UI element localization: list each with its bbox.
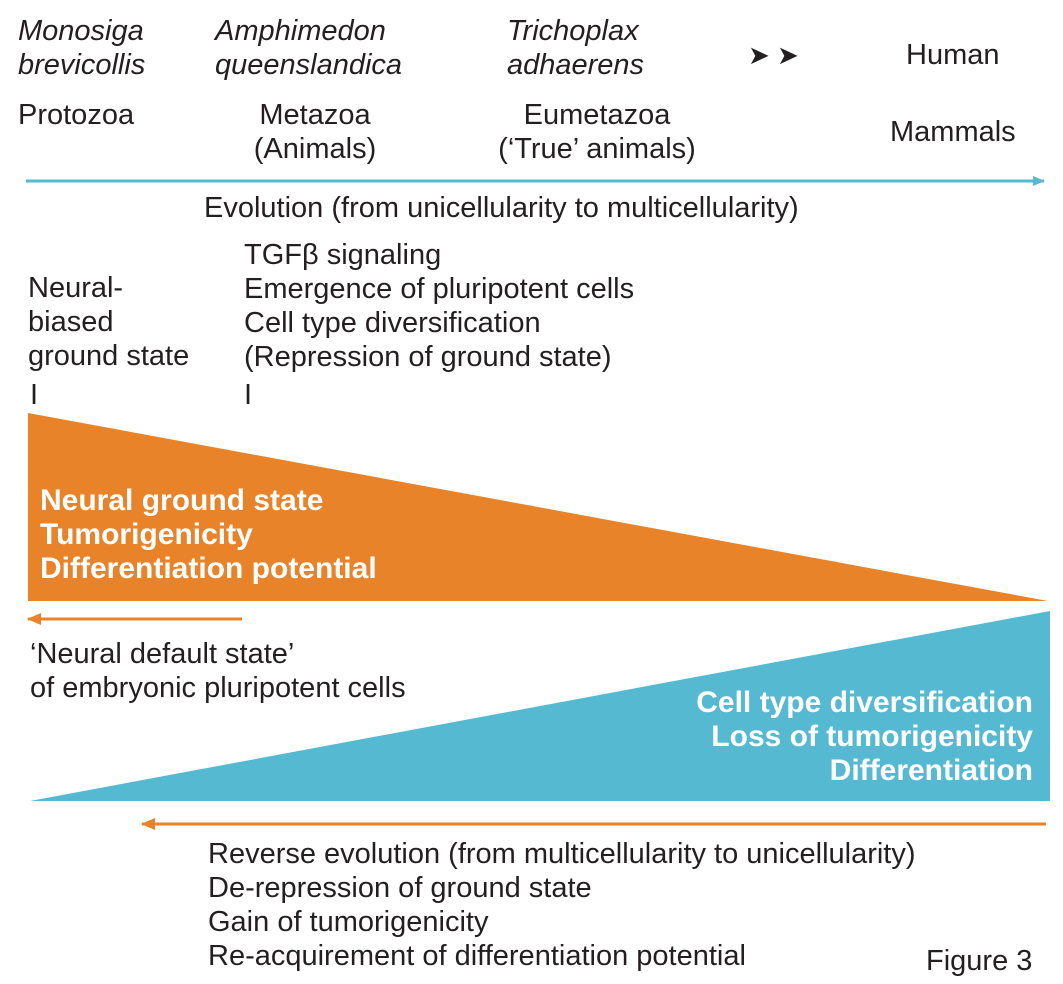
neural-default-line: of embryonic pluripotent cells [30, 672, 406, 704]
group-eumetazoa: Eumetazoa (‘True’ animals) [480, 98, 714, 166]
species-name-line1: Amphimedon [215, 15, 386, 47]
species-amphimedon: Amphimedon queenslandica [215, 14, 402, 82]
species-name-line2: queenslandica [215, 49, 403, 81]
neural-biased-line: ground state [28, 340, 190, 372]
group-mammals: Mammals [890, 116, 1016, 148]
species-monosiga: Monosiga brevicollis [18, 14, 145, 82]
species-trichoplax: Trichoplax adhaerens [507, 14, 644, 82]
group-line1: Metazoa [259, 99, 371, 131]
group-line2: (Animals) [253, 133, 377, 165]
feature-line: Emergence of pluripotent cells [244, 273, 635, 305]
species-human: Human [906, 39, 1000, 71]
orange-wedge-line: Differentiation potential [40, 552, 377, 585]
blue-wedge-labels: Cell type diversification Loss of tumori… [696, 686, 1033, 788]
neural-biased-label: Neural- biased ground state [28, 271, 189, 373]
metazoa-features: TGFβ signaling Emergence of pluripotent … [244, 238, 634, 374]
neural-biased-line: Neural- [28, 272, 124, 304]
reverse-line: Reverse evolution (from multicellularity… [208, 838, 916, 870]
reverse-line: Re-acquirement of differentiation potent… [208, 940, 746, 972]
neural-biased-line: biased [28, 306, 114, 338]
blue-wedge-line: Differentiation [829, 754, 1033, 787]
metazoa-tick: I [244, 379, 253, 411]
feature-line: (Repression of ground state) [244, 341, 612, 373]
blue-wedge-line: Cell type diversification [696, 686, 1033, 719]
group-line1: Eumetazoa [523, 99, 671, 131]
neural-default-line: ‘Neural default state’ [30, 638, 295, 670]
protozoa-tick: I [30, 379, 39, 411]
group-metazoa: Metazoa (Animals) [244, 98, 386, 166]
orange-wedge-labels: Neural ground state Tumorigenicity Diffe… [40, 484, 377, 586]
orange-wedge-line: Neural ground state [40, 484, 324, 517]
species-name-line1: Trichoplax [507, 15, 639, 47]
feature-line: Cell type diversification [244, 307, 541, 339]
blue-wedge-line: Loss of tumorigenicity [711, 720, 1033, 753]
group-protozoa: Protozoa [18, 99, 135, 131]
blue-wedge [30, 611, 1050, 801]
species-name-line1: Monosiga [18, 15, 144, 47]
species-name-line2: brevicollis [18, 49, 146, 81]
species-name-line2: adhaerens [507, 49, 645, 81]
progression-arrows-icon: ➤ ➤ [748, 40, 799, 70]
evolution-label: Evolution (from unicellularity to multic… [204, 192, 799, 224]
group-line2: (‘True’ animals) [498, 133, 696, 165]
orange-wedge [28, 413, 1048, 601]
reverse-line: Gain of tumorigenicity [208, 906, 489, 938]
feature-line: TGFβ signaling [244, 239, 442, 271]
reverse-line: De-repression of ground state [208, 872, 592, 904]
neural-default-label: ‘Neural default state’ of embryonic plur… [30, 637, 406, 705]
figure-label: Figure 3 [926, 945, 1033, 977]
reverse-evolution-labels: Reverse evolution (from multicellularity… [208, 837, 916, 973]
orange-wedge-line: Tumorigenicity [40, 518, 253, 551]
